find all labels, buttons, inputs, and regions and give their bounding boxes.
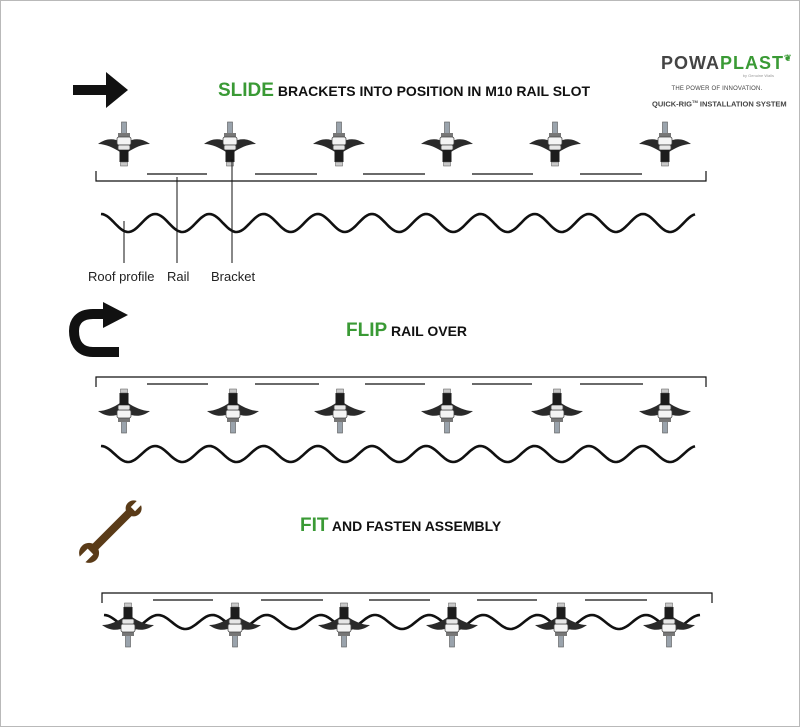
logo-part-powa: POWA [661,53,721,73]
bracket-step-2 [639,388,691,434]
step-2-text: RAIL OVER [387,323,468,339]
step-2-keyword: FLIP [346,320,388,341]
arrow-right-icon [73,72,128,108]
label-rail: Rail [167,269,190,284]
step-1-keyword: SLIDE [218,80,274,101]
step-1-heading: SLIDE BRACKETS INTO POSITION IN M10 RAIL… [218,80,590,102]
step-2-heading: FLIP RAIL OVER [346,320,467,342]
bracket-step-1 [98,121,150,167]
bracket-step-3 [209,602,261,648]
step-3-heading: FIT AND FASTEN ASSEMBLY [300,515,501,537]
step-1-text: BRACKETS INTO POSITION IN M10 RAIL SLOT [273,83,591,99]
rail-step-3 [101,592,713,603]
flip-arrow-icon [68,302,128,357]
bracket-step-2 [314,388,366,434]
powaplast-logo: POWAPLAST❦ by Genuine Walls [661,53,792,78]
roof-profile-step-1 [100,212,696,234]
logo-subtext: by Genuine Walls [742,73,774,78]
roof-profile-step-2 [100,444,696,464]
leaf-icon: ❦ [784,53,793,63]
bracket-step-3 [318,602,370,648]
bracket-step-1 [204,121,256,167]
step-3-keyword: FIT [300,515,329,536]
bracket-step-2 [531,388,583,434]
logo-part-plast: PLAST [720,53,785,73]
brand-tagline: THE POWER OF INNOVATION. [671,86,763,92]
bracket-step-3 [102,602,154,648]
label-bracket: Bracket [211,269,256,284]
bracket-step-2 [207,388,259,434]
bracket-step-1 [529,121,581,167]
bracket-step-3 [643,602,695,648]
step-3-text: AND FASTEN ASSEMBLY [328,518,502,534]
system-name-suffix: INSTALLATION SYSTEM [697,99,787,109]
bracket-step-3 [426,602,478,648]
bracket-step-3 [535,602,587,648]
wrench-icon [78,499,143,564]
bracket-step-2 [421,388,473,434]
bracket-step-1 [639,121,691,167]
system-name-main: QUICK-RIG [652,99,692,109]
rail-step-2 [95,376,707,387]
rail-step-1 [95,171,707,182]
bracket-step-1 [421,121,473,167]
bracket-step-1 [313,121,365,167]
roof-profile-step-3 [103,613,701,631]
bracket-step-2 [98,388,150,434]
label-roof-profile: Roof profile [88,269,155,284]
system-name: QUICK-RIGTM INSTALLATION SYSTEM [652,99,787,109]
system-trademark: TM [692,99,698,104]
